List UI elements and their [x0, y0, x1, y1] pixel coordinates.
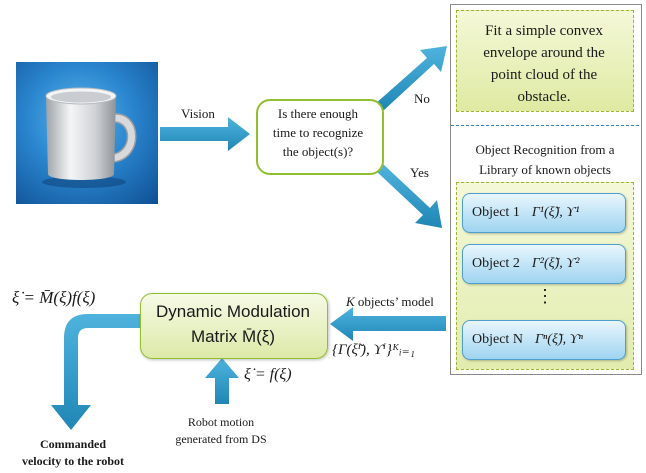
fit-line-1: Fit a simple convex: [485, 23, 603, 39]
yes-arrow: [376, 164, 442, 228]
decision-text: Is there enough time to recognize the ob…: [258, 104, 378, 161]
robot-motion-text: Robot motion: [186, 414, 256, 431]
vision-label: Vision: [181, 106, 215, 121]
library-line-1: Object Recognition from a: [475, 142, 615, 157]
vision-arrow: [160, 117, 250, 151]
k-objects-text: objects’ model: [354, 294, 434, 309]
objects-ellipsis: ⋮: [536, 286, 554, 306]
k-symbol: K: [346, 294, 355, 309]
object-1-box: Object 1 Γ¹(ξ̃), ϒ¹: [462, 193, 626, 233]
input-equation: ξ̇ = f(ξ): [244, 366, 292, 383]
library-text: Object Recognition from a Library of kno…: [452, 140, 638, 180]
fit-envelope-box: [456, 10, 634, 112]
dmm-box: [140, 293, 328, 359]
robot-motion-arrow: [205, 358, 239, 404]
object-2-box: Object 2 Γ²(ξ̃), ϒ²: [462, 244, 626, 284]
k-objects-arrow: [330, 307, 446, 341]
robot-motion-line-2: generated from DS: [175, 432, 267, 446]
k-objects-label: K objects’ model: [346, 294, 434, 310]
object-n-math: Γⁿ(ξ̃), ϒⁿ: [534, 332, 583, 347]
commanded-velocity-text: Commanded velocity to the robot: [4, 436, 142, 470]
object-1-math: Γ¹(ξ̃), ϒ¹: [531, 205, 580, 220]
fit-line-3: point cloud of the: [490, 67, 598, 83]
model-set-math: {Γ(ξ̃ⁱ), ϒⁱ}ᴷᵢ₌₁: [332, 342, 415, 358]
robot-motion-text-2: generated from DS: [160, 431, 282, 448]
fit-line-4: obstacle.: [517, 89, 571, 105]
dmm-line-1: Dynamic Modulation: [155, 302, 310, 321]
library-line-2: Library of known objects: [479, 162, 611, 177]
robot-motion-line-1: Robot motion: [187, 415, 255, 429]
fit-envelope-text: Fit a simple convex envelope around the …: [458, 20, 630, 108]
object-n-box: Object N Γⁿ(ξ̃), ϒⁿ: [462, 320, 626, 360]
output-equation: ξ̇ = M̄(ξ)f(ξ): [12, 288, 96, 307]
output-arrow: [51, 314, 140, 430]
commanded-line-2: velocity to the robot: [21, 454, 125, 468]
panel-divider: [451, 125, 639, 126]
decision-line-1: Is there enough: [277, 106, 359, 121]
decision-line-2: time to recognize: [272, 125, 364, 140]
yes-label: Yes: [410, 165, 429, 180]
object-1-name: Object 1: [472, 205, 520, 220]
mug-icon: [42, 87, 137, 188]
commanded-line-1: Commanded: [39, 437, 106, 451]
object-2-math: Γ²(ξ̃), ϒ²: [531, 256, 580, 271]
no-label: No: [414, 91, 430, 106]
decision-line-3: the object(s)?: [282, 144, 354, 159]
mug-photo: [16, 62, 158, 204]
fit-line-2: envelope around the: [483, 45, 605, 61]
object-n-name: Object N: [472, 332, 523, 347]
object-2-name: Object 2: [472, 256, 520, 271]
decision-box: [256, 99, 384, 175]
no-arrow: [375, 46, 447, 111]
dmm-line-2: Matrix M̄(ξ): [190, 327, 276, 346]
